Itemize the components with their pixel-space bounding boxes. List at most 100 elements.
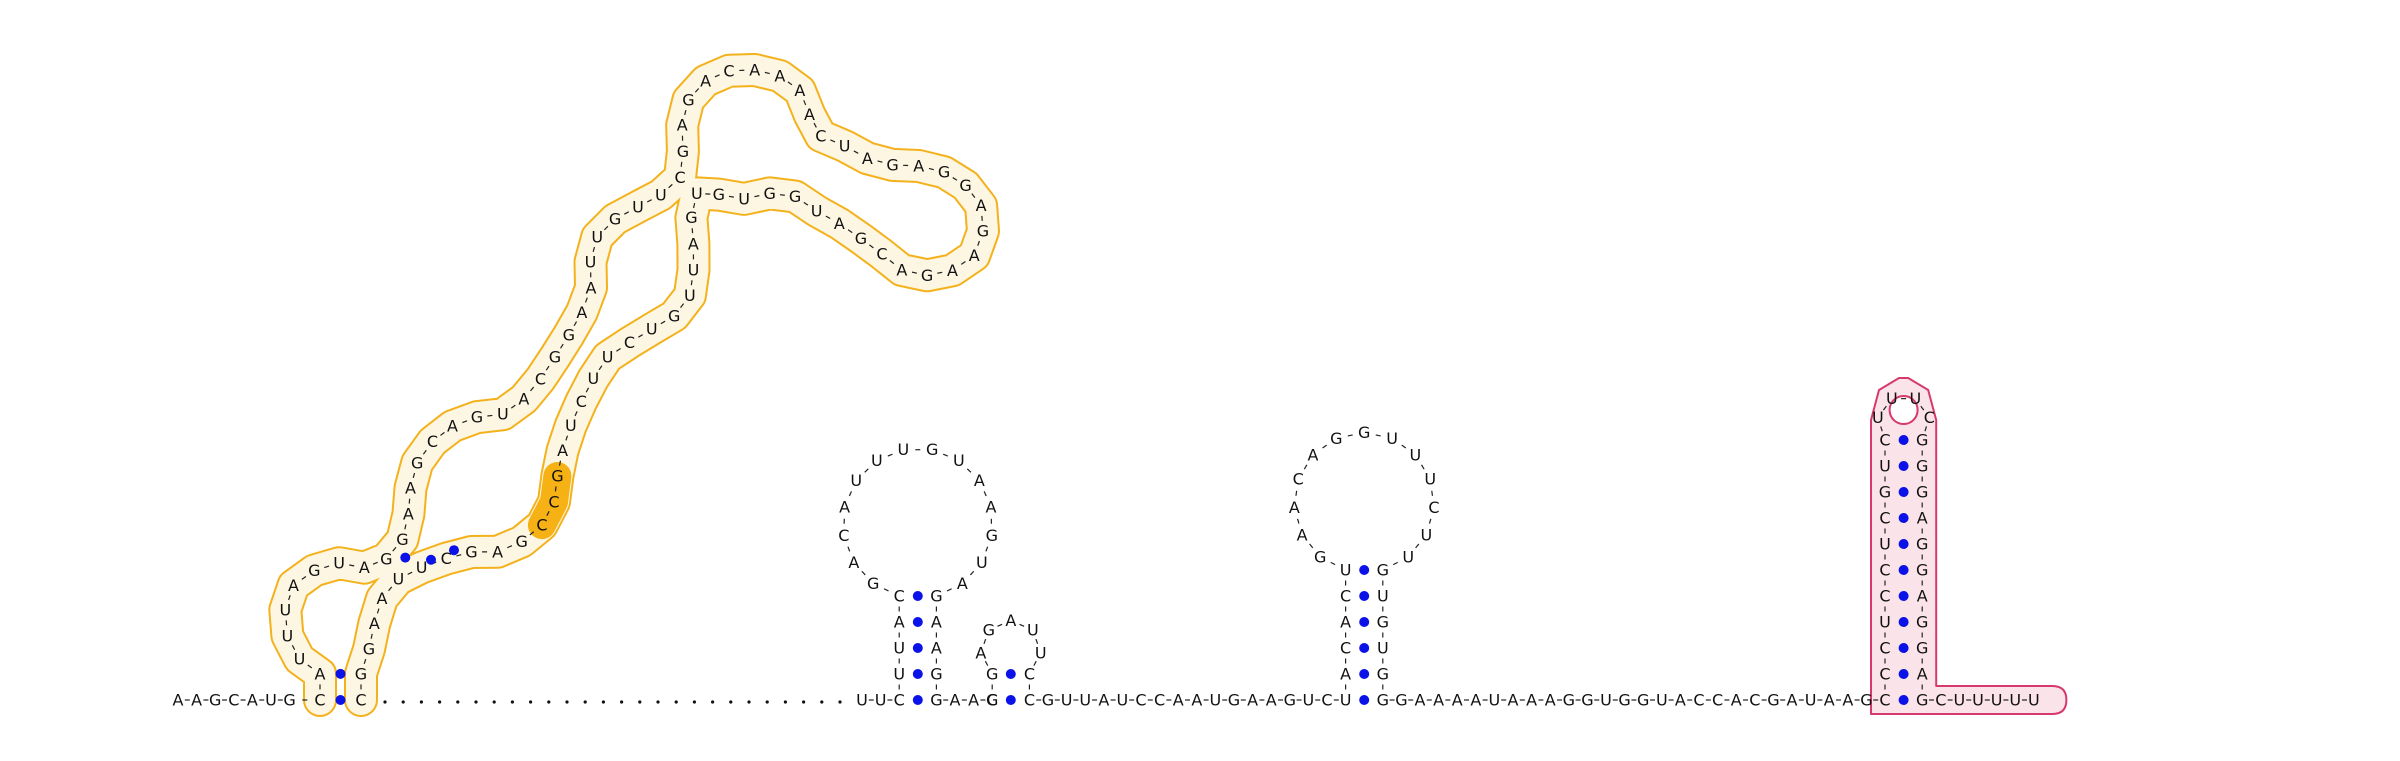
orange-domain-nucleotide: A: [862, 149, 873, 168]
tail-nucleotide: G: [283, 691, 295, 710]
pink-hairpin-stem-nucleotide: C: [1879, 639, 1890, 658]
linker-nucleotide: A: [1824, 691, 1835, 710]
orange-domain-nucleotide: C: [536, 516, 547, 535]
hairpin-3-loop-nucleotide: C: [1293, 470, 1304, 489]
backbone-link: [1401, 444, 1407, 449]
base-pair-dot: [1898, 435, 1909, 445]
backbone-link: [529, 531, 535, 536]
hairpin-3-loop-nucleotide: G: [1358, 423, 1370, 442]
backbone-link: [565, 435, 569, 441]
hairpin-3-stem-nucleotide: U: [1340, 691, 1352, 710]
backbone-link: [363, 658, 367, 665]
linker-nucleotide: G: [1860, 691, 1872, 710]
hairpin-1-stem-nucleotide: U: [893, 639, 905, 658]
backbone-link: [376, 608, 380, 614]
orange-domain-nucleotide: A: [749, 61, 760, 80]
hairpin-3-loop-nucleotide: U: [1420, 525, 1432, 544]
orange-domain-nucleotide: U: [279, 600, 291, 619]
backbone-link: [680, 303, 685, 308]
highlighted-segment: [527, 462, 572, 540]
domain-highlight-layer: [268, 53, 2068, 717]
linker-nucleotide: U: [1656, 691, 1668, 710]
backbone-link: [1019, 623, 1025, 627]
linker-nucleotide: G: [1395, 691, 1407, 710]
unpaired-dot: [802, 700, 806, 704]
linker-nucleotide: U: [875, 691, 887, 710]
orange-domain-nucleotide: G: [411, 453, 423, 472]
junction-nucleotide: A: [950, 691, 961, 710]
base-pair-dot: [912, 617, 923, 627]
tail-nucleotide: U: [2028, 691, 2040, 710]
orange-domain-nucleotide: G: [685, 208, 697, 227]
backbone-link: [779, 194, 785, 196]
backbone-link: [803, 100, 807, 106]
unpaired-dot: [401, 700, 405, 704]
backbone-link: [1420, 464, 1425, 470]
linker-nucleotide: U: [856, 691, 868, 710]
pink-hairpin-stem-nucleotide: C: [1879, 561, 1890, 580]
hairpin-1-loop-nucleotide: A: [974, 471, 985, 490]
backbone-link: [787, 81, 793, 86]
backbone-link: [554, 486, 557, 492]
orange-domain-nucleotide: U: [655, 185, 667, 204]
linker-nucleotide: A: [1247, 691, 1258, 710]
linker-nucleotide: A: [1191, 691, 1202, 710]
pink-hairpin-stem-nucleotide: C: [1879, 431, 1890, 450]
backbone-link: [422, 449, 427, 455]
orange-domain-nucleotide: G: [959, 176, 971, 195]
linker-nucleotide: G: [1637, 691, 1649, 710]
base-pair-dot: [1898, 669, 1909, 679]
junction-nucleotide: C: [987, 691, 998, 710]
backbone-link: [638, 334, 644, 338]
hairpin-2-stem-nucleotide: G: [986, 665, 998, 684]
orange-domain-nucleotide: C: [314, 691, 325, 710]
unpaired-dot: [783, 700, 788, 704]
orange-domain-fill: [270, 55, 998, 715]
linker-nucleotide: G: [1042, 691, 1054, 710]
orange-domain-nucleotide: A: [377, 589, 388, 608]
tail-nucleotide: A: [173, 691, 184, 710]
orange-domain-nucleotide: G: [668, 306, 680, 325]
linker-nucleotide: G: [1618, 691, 1630, 710]
backbone-link: [803, 201, 809, 206]
orange-domain-nucleotide: A: [576, 303, 587, 322]
hairpin-3-loop-nucleotide: U: [1424, 470, 1436, 489]
linker-nucleotide: A: [1787, 691, 1798, 710]
orange-domain-nucleotide: G: [308, 561, 320, 580]
base-pair-dot: [912, 669, 923, 679]
backbone-link: [660, 320, 666, 325]
base-pair-dot: [1898, 487, 1909, 497]
pink-hairpin-stem-nucleotide: C: [1879, 665, 1890, 684]
pink-hairpin-stem-nucleotide: G: [1916, 613, 1928, 632]
hairpin-1-loop-nucleotide: A: [957, 574, 968, 593]
backbone-link: [1347, 434, 1353, 437]
tail-nucleotide: U: [1954, 691, 1966, 710]
orange-domain-nucleotide: A: [774, 67, 785, 86]
backbone-link: [301, 575, 307, 580]
linker-nucleotide: A: [1545, 691, 1556, 710]
unpaired-dot: [820, 700, 824, 704]
orange-domain-nucleotide: G: [886, 155, 898, 174]
orange-domain-nucleotide: G: [471, 408, 483, 427]
pink-hairpin-stem-nucleotide: C: [1879, 509, 1890, 528]
unpaired-dot: [620, 700, 624, 704]
orange-domain-nucleotide: C: [427, 432, 438, 451]
hairpin-2-loop-nucleotide: A: [1005, 611, 1016, 630]
base-pair-dot: [912, 643, 923, 653]
orange-domain-nucleotide: U: [684, 286, 696, 305]
backbone-link: [1322, 444, 1328, 449]
backbone-link: [942, 453, 949, 457]
orange-domain-nucleotide: U: [392, 570, 404, 589]
linker-nucleotide: A: [1173, 691, 1184, 710]
orange-domain-nucleotide: A: [896, 261, 907, 280]
orange-domain-nucleotide: G: [549, 348, 561, 367]
hairpin-2-stem-nucleotide: G: [986, 691, 998, 710]
linker-nucleotide: G: [1767, 691, 1779, 710]
orange-domain-nucleotide: C: [876, 245, 887, 264]
hairpin-3-stem-nucleotide: C: [1340, 639, 1351, 658]
linker-nucleotide: C: [1154, 691, 1165, 710]
hairpin-1-stem-nucleotide: U: [893, 665, 905, 684]
linker-nucleotide: U: [1489, 691, 1501, 710]
backbone-link: [883, 588, 889, 592]
backbone-link: [985, 546, 989, 552]
